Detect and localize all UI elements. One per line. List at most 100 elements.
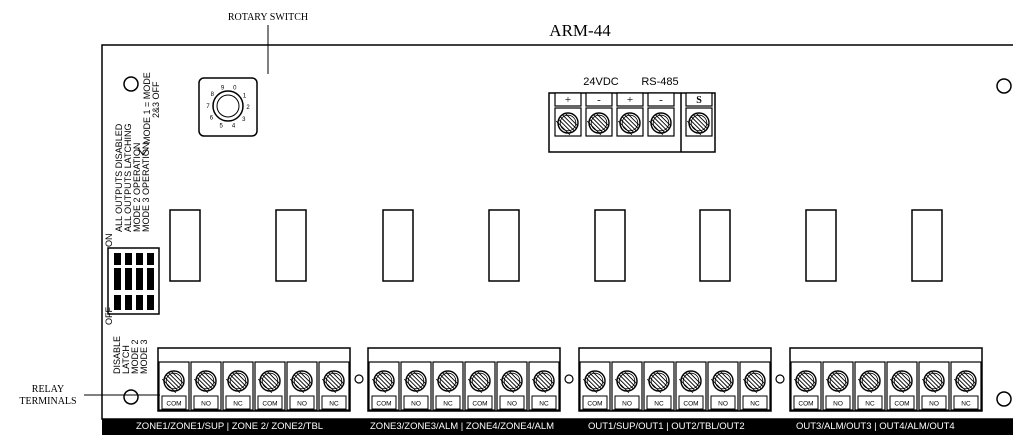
terminal-screw[interactable]	[953, 370, 977, 394]
terminal-screw[interactable]	[742, 370, 766, 394]
terminal-screw[interactable]	[403, 370, 427, 394]
via-hole	[564, 374, 574, 384]
terminal-cell	[190, 361, 222, 411]
relay-7	[805, 209, 837, 282]
terminal-cell	[368, 361, 400, 411]
dip-lever-mid[interactable]	[147, 268, 154, 290]
power-terminal-label-box	[554, 92, 582, 107]
terminal-screw[interactable]	[435, 370, 459, 394]
terminal-label: COM	[798, 401, 813, 408]
power-terminal-label: S	[696, 95, 702, 106]
terminal-screw[interactable]	[499, 370, 523, 394]
terminal-screw[interactable]	[467, 370, 491, 394]
terminal-label-box	[193, 395, 219, 410]
power-terminal-screw[interactable]	[586, 112, 610, 136]
power-terminal-label-box	[647, 92, 675, 107]
terminal-label: COM	[683, 401, 698, 408]
terminal-label: NC	[750, 401, 760, 408]
dip-lever-mid[interactable]	[125, 268, 132, 290]
power-terminal-screw[interactable]	[617, 112, 641, 136]
mounting-hole-bottom-right	[996, 391, 1012, 407]
terminal-label-box	[678, 395, 704, 410]
terminal-screw[interactable]	[889, 370, 913, 394]
terminal-screw[interactable]	[857, 370, 881, 394]
power-terminals: +-+-S	[554, 92, 713, 137]
terminal-cell	[918, 361, 950, 411]
power-terminal-cell	[685, 107, 713, 137]
terminal-label-box	[257, 395, 283, 410]
dip-lever-bottom[interactable]	[125, 295, 132, 310]
dip-lever-bottom[interactable]	[147, 295, 154, 310]
rotary-dial-digit: 9	[221, 85, 225, 91]
terminal-screw[interactable]	[921, 370, 945, 394]
dip-lever-top[interactable]	[114, 253, 121, 265]
dip-lever-top[interactable]	[125, 253, 132, 265]
legend-mode3: MODE 3 OPERATION	[141, 143, 151, 232]
terminal-screw[interactable]	[225, 370, 249, 394]
relay-2	[275, 209, 307, 282]
terminal-screw[interactable]	[582, 370, 606, 394]
power-terminal-screw[interactable]	[686, 112, 710, 136]
dip-lever-top[interactable]	[136, 253, 143, 265]
power-terminal-screw[interactable]	[555, 112, 579, 136]
terminal-screw[interactable]	[825, 370, 849, 394]
dip-lever-mid[interactable]	[114, 268, 121, 290]
dip-label-mode3: MODE 3	[139, 339, 149, 374]
dip-switch[interactable]: ON OFF	[104, 234, 160, 326]
rotary-dial-digit: 4	[232, 124, 236, 130]
terminal-block-body	[367, 347, 561, 412]
dip-label-latch: LATCH	[121, 345, 131, 374]
terminal-cell	[643, 361, 675, 411]
terminal-screw[interactable]	[321, 370, 345, 394]
terminal-label: NO	[929, 401, 939, 408]
terminal-screw[interactable]	[531, 370, 555, 394]
terminal-label-box	[467, 395, 493, 410]
terminal-screw[interactable]	[161, 370, 185, 394]
terminal-cell	[822, 361, 854, 411]
terminal-label-box	[225, 395, 251, 410]
via-hole	[354, 374, 364, 384]
rotary-switch-knob	[216, 94, 240, 118]
terminal-block-body	[157, 347, 351, 412]
dip-lever-mid[interactable]	[136, 268, 143, 290]
power-terminal-screw[interactable]	[648, 112, 672, 136]
terminal-screw[interactable]	[193, 370, 217, 394]
terminal-label-box	[161, 395, 187, 410]
terminal-cell	[950, 361, 982, 411]
dip-lever-bottom[interactable]	[136, 295, 143, 310]
dip-lever-bottom[interactable]	[114, 295, 121, 310]
terminal-cell	[790, 361, 822, 411]
terminal-screw[interactable]	[793, 370, 817, 394]
mounting-hole-top-left	[123, 76, 139, 92]
bottom-labels: ZONE1/ZONE1/SUP | ZONE 2/ ZONE2/TBL ZONE…	[102, 419, 1013, 435]
terminal-screw[interactable]	[678, 370, 702, 394]
terminal-label: NO	[718, 401, 728, 408]
relay-6	[699, 209, 731, 282]
terminal-screw[interactable]	[710, 370, 734, 394]
terminal-label: COM	[587, 401, 602, 408]
terminal-screw[interactable]	[371, 370, 395, 394]
terminal-label-box	[646, 395, 672, 410]
legend-outputs-latching: ALL OUTPUTS LATCHING	[123, 123, 133, 232]
terminal-label: NO	[411, 401, 421, 408]
terminal-label: NO	[297, 401, 307, 408]
dip-label-disable: DISABLE	[112, 336, 122, 374]
terminal-label-box	[953, 395, 979, 410]
terminal-screw[interactable]	[646, 370, 670, 394]
terminal-label-box	[857, 395, 883, 410]
terminal-screw[interactable]	[257, 370, 281, 394]
legend-bracket	[137, 147, 149, 156]
terminal-screw[interactable]	[289, 370, 313, 394]
dip-lever-top[interactable]	[147, 253, 154, 265]
terminal-label-box	[289, 395, 315, 410]
relay-8	[911, 209, 943, 282]
terminal-label: NO	[622, 401, 632, 408]
terminal-screw[interactable]	[614, 370, 638, 394]
dip-switch-off-label: OFF	[104, 307, 114, 325]
power-terminal-label-box	[616, 92, 644, 107]
terminal-cell	[400, 361, 432, 411]
